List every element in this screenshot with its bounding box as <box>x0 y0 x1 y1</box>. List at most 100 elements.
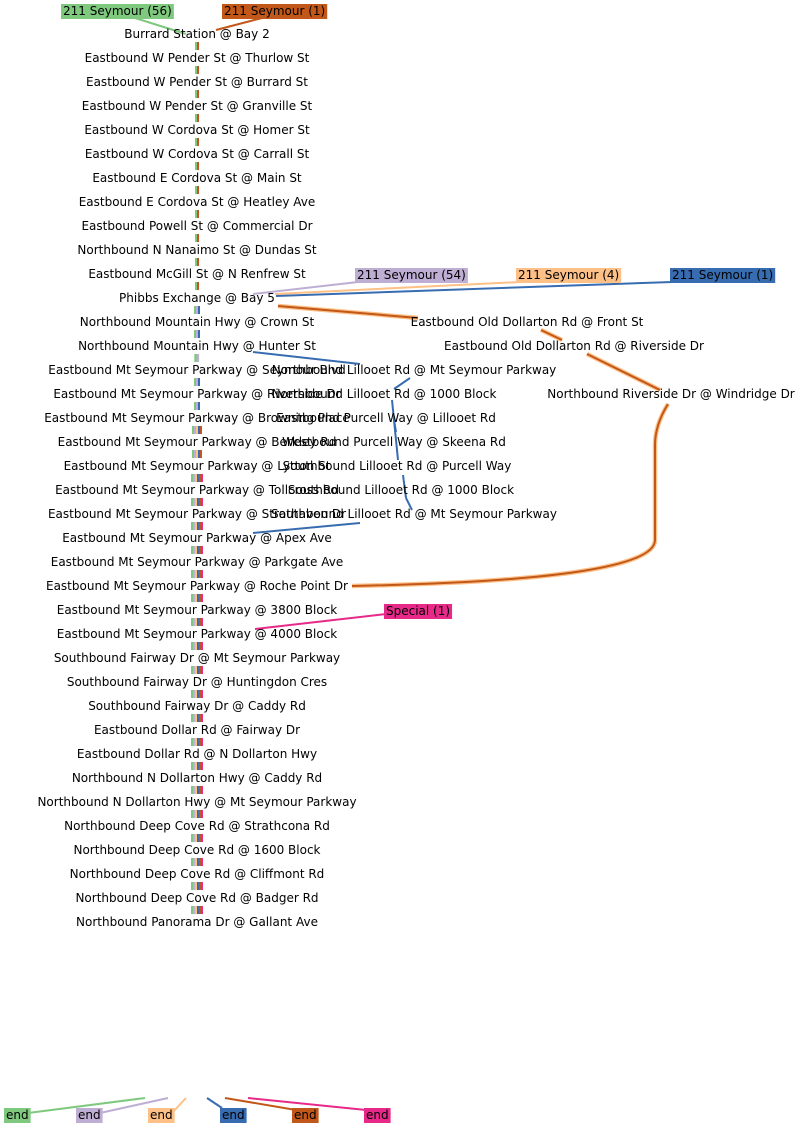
tag-route-peach: 211 Seymour (4) <box>516 268 622 283</box>
stop-label-dollarton: Northbound Riverside Dr @ Windridge Dr <box>547 387 795 401</box>
stop-label: Eastbound Mt Seymour Parkway @ Apex Ave <box>62 531 332 545</box>
stop-label: Burrard Station @ Bay 2 <box>124 27 269 41</box>
stop-label-dollarton: Eastbound Old Dollarton Rd @ Riverside D… <box>444 339 704 353</box>
end-tag-pe: end <box>148 1108 175 1123</box>
stop-label-lillooet: Eastbound Purcell Way @ Lillooet Rd <box>276 411 496 425</box>
stop-label-lillooet: Southbound Lillooet Rd @ Purcell Way <box>283 459 512 473</box>
end-tag-p-text: end <box>78 1108 101 1122</box>
branch-dollarton <box>277 305 419 319</box>
stop-label: Eastbound Dollar Rd @ Fairway Dr <box>94 723 300 737</box>
stop-label: Northbound Deep Cove Rd @ Strathcona Rd <box>64 819 330 833</box>
end-tag-o1-box <box>292 1108 319 1123</box>
tag-route-special: Special (1) <box>384 604 453 619</box>
end-tag-pe-text: end <box>150 1108 173 1122</box>
end-tag-p-box <box>76 1108 103 1123</box>
stop-label: Northbound Deep Cove Rd @ Cliffmont Rd <box>70 867 325 881</box>
tag-route-orange: 211 Seymour (1) <box>222 4 328 19</box>
end-tag-m-box <box>364 1108 391 1123</box>
stop-label: Eastbound Mt Seymour Parkway @ Browning … <box>44 411 350 425</box>
tag-route-green: 211 Seymour (56) <box>61 4 174 19</box>
tag-route-purple-box <box>355 268 468 283</box>
end-line-p <box>99 1097 169 1114</box>
stop-label: Eastbound W Pender St @ Burrard St <box>86 75 308 89</box>
entry-line-p <box>252 281 359 295</box>
branch-lillooet <box>402 474 407 499</box>
stop-label: Southbound Fairway Dr @ Caddy Rd <box>88 699 306 713</box>
stop-label: Eastbound Mt Seymour Parkway @ Berkley R… <box>58 435 337 449</box>
stop-label: Phibbs Exchange @ Bay 5 <box>119 291 275 305</box>
tag-route-special-text: Special (1) <box>386 604 450 618</box>
stop-label: Eastbound W Cordova St @ Homer St <box>84 123 310 137</box>
end-line-m <box>247 1097 367 1111</box>
stop-label: Eastbound W Pender St @ Thurlow St <box>85 51 310 65</box>
branch-dollarton-return <box>351 403 669 587</box>
stop-label: Eastbound E Cordova St @ Main St <box>92 171 302 185</box>
route-lines <box>27 17 673 1114</box>
stop-label: Southbound Fairway Dr @ Mt Seymour Parkw… <box>54 651 340 665</box>
stop-label-lillooet: Westbound Purcell Way @ Skeena Rd <box>282 435 506 449</box>
stop-label: Eastbound W Cordova St @ Carrall St <box>85 147 310 161</box>
tag-route-orange-text: 211 Seymour (1) <box>224 4 325 18</box>
stop-label: Eastbound Mt Seymour Parkway @ Strathave… <box>48 507 346 521</box>
branch-lillooet-in <box>252 522 361 534</box>
stop-label: Northbound N Dollarton Hwy @ Mt Seymour … <box>37 795 356 809</box>
end-tag-g-box <box>4 1108 31 1123</box>
end-tag-p: end <box>76 1108 103 1123</box>
stop-label: Eastbound Mt Seymour Parkway @ Riverside… <box>53 387 340 401</box>
stop-labels: Burrard Station @ Bay 2 Eastbound W Pende… <box>37 27 794 929</box>
end-line-o1 <box>224 1097 297 1111</box>
stop-label: Northbound Mountain Hwy @ Crown St <box>80 315 315 329</box>
entry-line-special <box>254 613 387 630</box>
start-line-g <box>134 17 187 35</box>
end-tag-m-text: end <box>366 1108 389 1122</box>
route-tags: 211 Seymour (56) 211 Seymour (1) 211 Seymo… <box>4 4 776 1123</box>
end-tag-b-text: end <box>222 1108 245 1122</box>
stop-label-dollarton: Eastbound Old Dollarton Rd @ Front St <box>411 315 644 329</box>
stop-label: Northbound Deep Cove Rd @ Badger Rd <box>75 891 318 905</box>
stop-label: Eastbound Mt Seymour Parkway @ Lytton St <box>64 459 331 473</box>
stop-label: Northbound N Dollarton Hwy @ Caddy Rd <box>72 771 322 785</box>
end-tag-pe-box <box>148 1108 175 1123</box>
stop-label: Northbound Deep Cove Rd @ 1600 Block <box>73 843 320 857</box>
entry-line-b <box>275 281 673 297</box>
tag-route-purple-text: 211 Seymour (54) <box>357 268 466 282</box>
tag-route-peach-text: 211 Seymour (4) <box>518 268 619 282</box>
tag-route-green-text: 211 Seymour (56) <box>63 4 172 18</box>
stop-label: Eastbound Mt Seymour Parkway @ 3800 Bloc… <box>57 603 338 617</box>
stop-label: Eastbound McGill St @ N Renfrew St <box>88 267 306 281</box>
branch-lillooet <box>393 377 411 390</box>
stop-label: Eastbound Mt Seymour Parkway @ 4000 Bloc… <box>57 627 338 641</box>
stop-label: Eastbound Powell St @ Commercial Dr <box>81 219 312 233</box>
tag-route-green-box <box>61 4 174 19</box>
tag-route-blue: 211 Seymour (1) <box>670 268 776 283</box>
stop-label-lillooet: Southbound Lillooet Rd @ Mt Seymour Park… <box>271 507 557 521</box>
stop-label-lillooet: Southbound Lillooet Rd @ 1000 Block <box>288 483 514 497</box>
branch-dollarton <box>586 353 661 391</box>
end-tag-m: end <box>364 1108 391 1123</box>
stop-label-lillooet: Northbound Lillooet Rd @ Mt Seymour Park… <box>272 363 557 377</box>
branch-lillooet <box>393 419 397 433</box>
tag-route-special-box <box>384 604 453 619</box>
end-line-g <box>27 1097 146 1114</box>
tag-route-blue-text: 211 Seymour (1) <box>672 268 773 282</box>
end-line-b <box>206 1097 223 1109</box>
branch-lillooet <box>405 497 413 511</box>
stop-label: Northbound Mountain Hwy @ Hunter St <box>78 339 316 353</box>
stop-label: Eastbound Mt Seymour Parkway @ Tollcross… <box>55 483 339 497</box>
stop-label: Eastbound Dollar Rd @ N Dollarton Hwy <box>77 747 317 761</box>
stop-label: Eastbound W Pender St @ Granville St <box>82 99 313 113</box>
tag-route-orange-box <box>222 4 328 19</box>
stop-label: Northbound Panorama Dr @ Gallant Ave <box>76 915 318 929</box>
stop-label: Eastbound Mt Seymour Parkway @ Seymour B… <box>48 363 345 377</box>
end-tag-b-box <box>220 1108 247 1123</box>
stop-label-lillooet: Northbound Lillooet Rd @ 1000 Block <box>272 387 497 401</box>
branch-dollarton <box>540 329 563 341</box>
end-tag-o1: end <box>292 1108 319 1123</box>
stop-label: Eastbound E Cordova St @ Heatley Ave <box>79 195 316 209</box>
stop-label: Northbound N Nanaimo St @ Dundas St <box>77 243 316 257</box>
tag-route-blue-box <box>670 268 776 283</box>
stop-label: Southbound Fairway Dr @ Huntingdon Cres <box>67 675 327 689</box>
end-tag-o1-text: end <box>294 1108 317 1122</box>
tag-route-purple: 211 Seymour (54) <box>355 268 468 283</box>
